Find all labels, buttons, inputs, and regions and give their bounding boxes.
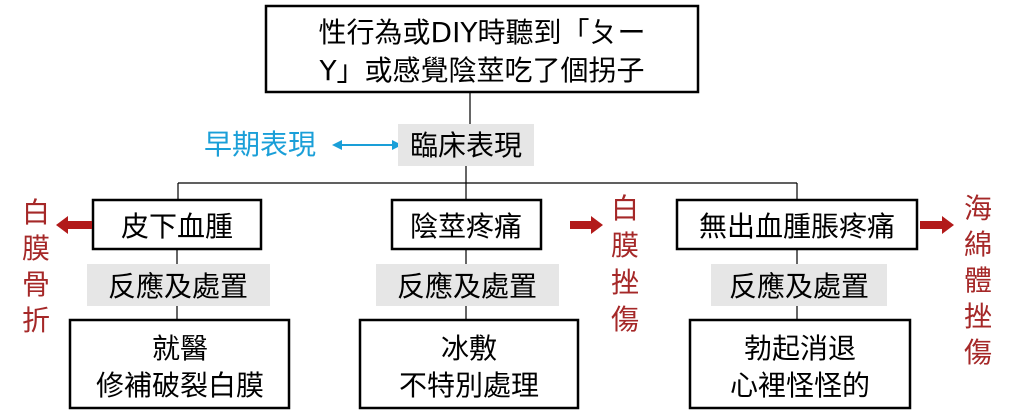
side-char: 體 bbox=[964, 264, 992, 297]
side-label-left: 白 膜 骨 折 bbox=[22, 196, 50, 337]
side-char: 挫 bbox=[964, 300, 992, 333]
action-box bbox=[358, 318, 580, 410]
response-box bbox=[711, 264, 887, 306]
clinical-label: 臨床表現 bbox=[410, 129, 522, 162]
side-char: 傷 bbox=[611, 303, 639, 336]
side-char: 膜 bbox=[611, 229, 639, 262]
arrow-right-icon bbox=[920, 216, 954, 234]
action-line2: 修補破裂白膜 bbox=[96, 369, 264, 402]
response-label: 反應及處置 bbox=[108, 270, 248, 303]
side-char: 折 bbox=[22, 304, 50, 337]
side-char: 骨 bbox=[22, 268, 50, 301]
action-line2: 不特別處理 bbox=[399, 369, 539, 402]
action-line1: 冰敷 bbox=[441, 332, 497, 365]
side-char: 海 bbox=[964, 192, 992, 225]
action-box bbox=[68, 318, 291, 410]
early-signs-label: 早期表現 bbox=[204, 128, 316, 161]
arrow-left-icon bbox=[56, 216, 92, 234]
side-char: 白 bbox=[611, 192, 639, 225]
double-arrow-icon bbox=[332, 140, 402, 150]
clinical-box: 臨床表現 bbox=[398, 124, 534, 166]
side-char: 膜 bbox=[22, 232, 50, 265]
branch-3: 無出血腫脹疼痛 反應及處置 勃起消退 心裡怪怪的 bbox=[675, 198, 919, 410]
branch-2: 陰莖疼痛 反應及處置 冰敷 不特別處理 bbox=[358, 198, 580, 410]
action-line1: 就醫 bbox=[152, 332, 208, 365]
symptom-label: 無出血腫脹疼痛 bbox=[699, 210, 895, 243]
side-label-middle: 白 膜 挫 傷 bbox=[611, 192, 639, 336]
side-char: 挫 bbox=[611, 266, 639, 299]
symptom-label: 陰莖疼痛 bbox=[410, 210, 522, 243]
action-line1: 勃起消退 bbox=[744, 332, 856, 365]
symptom-label: 皮下血腫 bbox=[121, 210, 233, 243]
top-box: 性行為或DIY時聽到「ㄆー Y」或感覺陰莖吃了個拐子 bbox=[264, 4, 700, 94]
top-box-line1: 性行為或DIY時聽到「ㄆー bbox=[319, 16, 646, 49]
response-box bbox=[376, 264, 559, 306]
top-box-line2: Y」或感覺陰莖吃了個拐子 bbox=[318, 54, 644, 87]
side-char: 綿 bbox=[964, 228, 992, 261]
side-label-right: 海 綿 體 挫 傷 bbox=[964, 192, 992, 369]
symptom-box bbox=[390, 198, 543, 251]
side-char: 傷 bbox=[964, 336, 992, 369]
branch-1: 皮下血腫 反應及處置 就醫 修補破裂白膜 bbox=[68, 198, 291, 410]
action-box bbox=[688, 318, 912, 410]
arrow-right-icon bbox=[570, 216, 603, 234]
response-label: 反應及處置 bbox=[729, 270, 869, 303]
action-line2: 心裡怪怪的 bbox=[730, 369, 870, 402]
response-label: 反應及處置 bbox=[397, 270, 537, 303]
response-box bbox=[87, 264, 270, 306]
side-char: 白 bbox=[22, 196, 50, 229]
branch-connectors bbox=[177, 166, 798, 200]
symptom-box bbox=[91, 198, 263, 251]
